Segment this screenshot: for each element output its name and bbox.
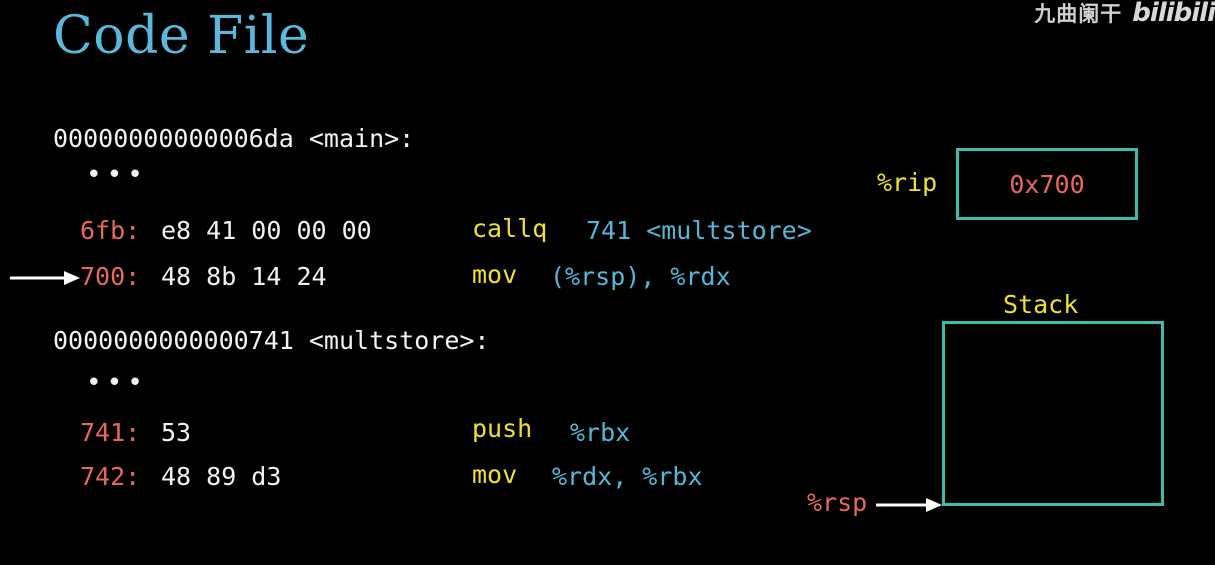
code-line-instruction: push [472, 414, 533, 443]
main-ellipsis: ••• [86, 160, 148, 190]
watermark: 九曲阑干 bilibili [1034, 0, 1215, 28]
stack-title: Stack [1003, 290, 1079, 319]
code-line-address: 742: [80, 462, 141, 491]
code-line-instruction: mov [472, 260, 518, 289]
code-line-arguments: (%rsp), %rdx [550, 262, 731, 291]
stack-box [942, 321, 1164, 506]
rip-register-box: 0x700 [956, 148, 1138, 220]
code-line-bytes: 53 [161, 418, 192, 447]
watermark-author: 九曲阑干 [1034, 2, 1123, 26]
code-line-instruction: callq [472, 214, 548, 243]
page-title: Code File [53, 6, 310, 66]
code-line-arguments: %rbx [570, 418, 631, 447]
instruction-pointer-arrow-icon [10, 271, 80, 285]
code-line-bytes: 48 89 d3 [161, 462, 282, 491]
code-line-address: 6fb: [80, 216, 141, 245]
code-line-bytes: e8 41 00 00 00 [161, 216, 372, 245]
code-line-address: 700: [80, 262, 141, 291]
rip-register-value: 0x700 [1009, 169, 1085, 199]
multstore-ellipsis: ••• [86, 368, 148, 398]
code-line-arguments: %rdx, %rbx [552, 462, 703, 491]
code-line-instruction: mov [472, 460, 518, 489]
rip-register-label: %rip [877, 168, 938, 197]
code-line-arguments: 741 <multstore> [586, 216, 812, 245]
code-line-address: 741: [80, 418, 141, 447]
multstore-function-header: 0000000000000741 <multstore>: [53, 326, 490, 355]
code-line-bytes: 48 8b 14 24 [161, 262, 327, 291]
main-function-header: 00000000000006da <main>: [53, 124, 415, 153]
bilibili-logo: bilibili [1132, 0, 1215, 28]
stack-pointer-arrow-icon [876, 498, 942, 512]
rsp-register-label: %rsp [807, 488, 868, 517]
